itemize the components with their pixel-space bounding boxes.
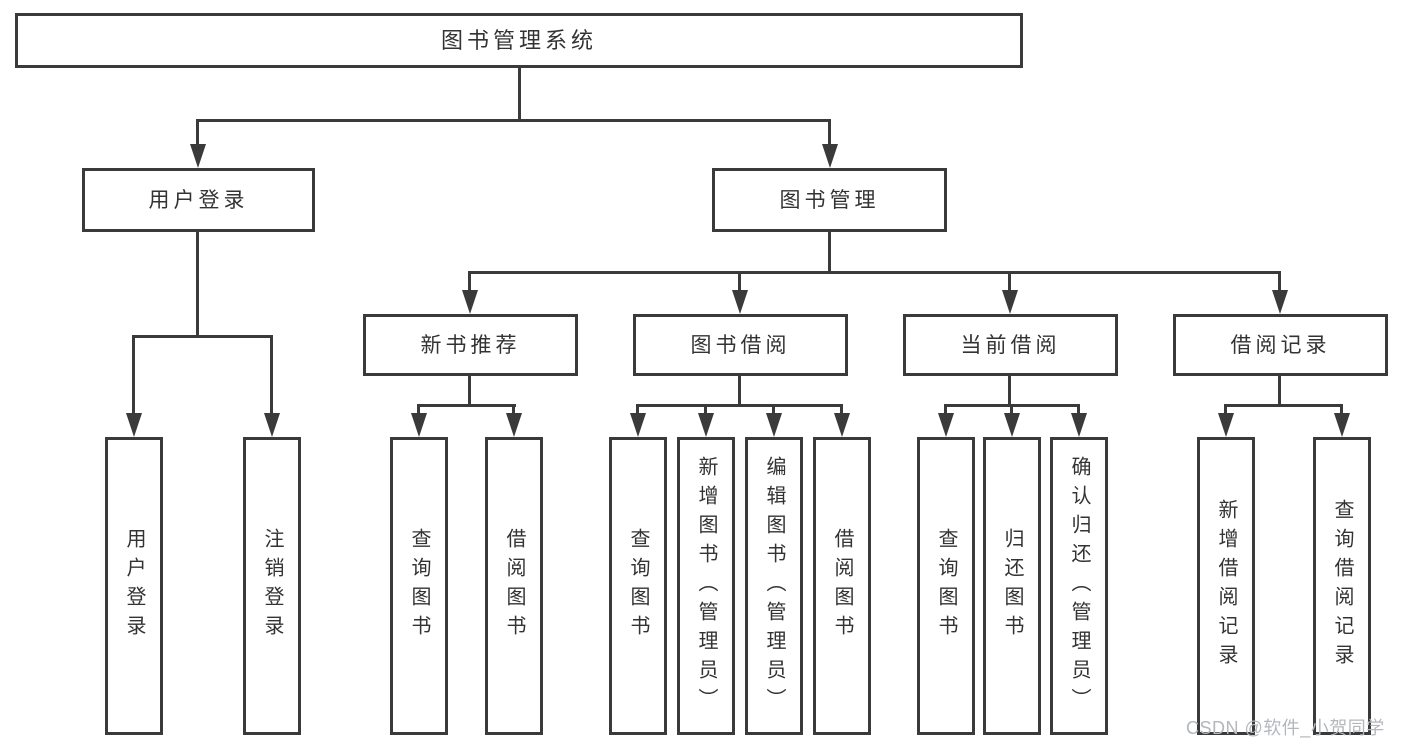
current-borrowing-drop-line xyxy=(1010,404,1013,416)
new-book-recommend-drop-line xyxy=(417,404,420,416)
book-borrowing-drop-line xyxy=(772,404,775,416)
book-borrowing-drop-line xyxy=(704,404,707,416)
arrow-down-icon xyxy=(834,413,850,437)
arrow-down-icon xyxy=(1272,290,1288,314)
leaf-query-books-borrowing: 查询图书 xyxy=(609,437,667,735)
borrowing-records-stem-line xyxy=(1278,376,1281,407)
root-stem-line xyxy=(518,68,521,122)
node-current-borrowing: 当前借阅 xyxy=(903,314,1118,376)
node-borrowing-records: 借阅记录 xyxy=(1173,314,1388,376)
new-book-recommend-stem-line xyxy=(468,376,471,407)
leaf-add-borrow-record: 新增借阅记录 xyxy=(1197,437,1255,735)
node-book-management: 图书管理 xyxy=(712,168,947,232)
node-root: 图书管理系统 xyxy=(15,13,1023,68)
book-management-rail-line xyxy=(468,271,1281,274)
arrow-down-icon xyxy=(462,290,478,314)
current-borrowing-drop-line xyxy=(1077,404,1080,416)
book-borrowing-drop-line xyxy=(840,404,843,416)
leaf-confirm-return-admin: 确认归还（管理员） xyxy=(1050,437,1108,735)
current-borrowing-stem-line xyxy=(1008,376,1011,407)
arrow-down-icon xyxy=(732,290,748,314)
arrow-down-icon xyxy=(264,413,280,437)
leaf-logout: 注销登录 xyxy=(243,437,301,735)
user-login-stem-line xyxy=(196,232,199,338)
leaf-query-books-recommend: 查询图书 xyxy=(390,437,448,735)
leaf-edit-books-admin: 编辑图书（管理员） xyxy=(745,437,803,735)
root-drop-line xyxy=(828,119,831,147)
arrow-down-icon xyxy=(698,413,714,437)
node-new-book-recommend: 新书推荐 xyxy=(363,314,578,376)
arrow-down-icon xyxy=(190,144,206,168)
borrowing-records-rail-line xyxy=(1224,404,1343,407)
node-user-login: 用户登录 xyxy=(82,168,315,232)
borrowing-records-drop-line xyxy=(1224,404,1227,416)
book-management-drop-line xyxy=(468,271,471,293)
book-borrowing-rail-line xyxy=(636,404,843,407)
borrowing-records-drop-line xyxy=(1340,404,1343,416)
leaf-add-books-admin: 新增图书（管理员） xyxy=(677,437,735,735)
user-login-drop-line xyxy=(270,335,273,416)
leaf-borrow-books-borrowing: 借阅图书 xyxy=(813,437,871,735)
new-book-recommend-rail-line xyxy=(417,404,516,407)
arrow-down-icon xyxy=(822,144,838,168)
arrow-down-icon xyxy=(1002,290,1018,314)
leaf-query-books-current: 查询图书 xyxy=(917,437,975,735)
node-book-borrowing: 图书借阅 xyxy=(633,314,848,376)
root-rail-line xyxy=(196,119,831,122)
user-login-rail-line xyxy=(132,335,273,338)
leaf-user-login: 用户登录 xyxy=(105,437,163,735)
arrow-down-icon xyxy=(938,413,954,437)
new-book-recommend-drop-line xyxy=(512,404,515,416)
current-borrowing-drop-line xyxy=(944,404,947,416)
leaf-borrow-books-recommend: 借阅图书 xyxy=(485,437,543,735)
leaf-return-books: 归还图书 xyxy=(983,437,1041,735)
root-drop-line xyxy=(196,119,199,147)
arrow-down-icon xyxy=(766,413,782,437)
book-management-drop-line xyxy=(1008,271,1011,293)
arrow-down-icon xyxy=(506,413,522,437)
book-borrowing-stem-line xyxy=(738,376,741,407)
user-login-drop-line xyxy=(132,335,135,416)
arrow-down-icon xyxy=(1071,413,1087,437)
arrow-down-icon xyxy=(1334,413,1350,437)
book-management-stem-line xyxy=(828,232,831,274)
arrow-down-icon xyxy=(126,413,142,437)
book-management-drop-line xyxy=(1278,271,1281,293)
book-management-drop-line xyxy=(738,271,741,293)
arrow-down-icon xyxy=(1218,413,1234,437)
arrow-down-icon xyxy=(630,413,646,437)
book-borrowing-drop-line xyxy=(636,404,639,416)
arrow-down-icon xyxy=(1004,413,1020,437)
csdn-watermark: CSDN @软件_小贺同学 xyxy=(1186,718,1385,738)
arrow-down-icon xyxy=(411,413,427,437)
leaf-query-borrow-record: 查询借阅记录 xyxy=(1313,437,1371,735)
